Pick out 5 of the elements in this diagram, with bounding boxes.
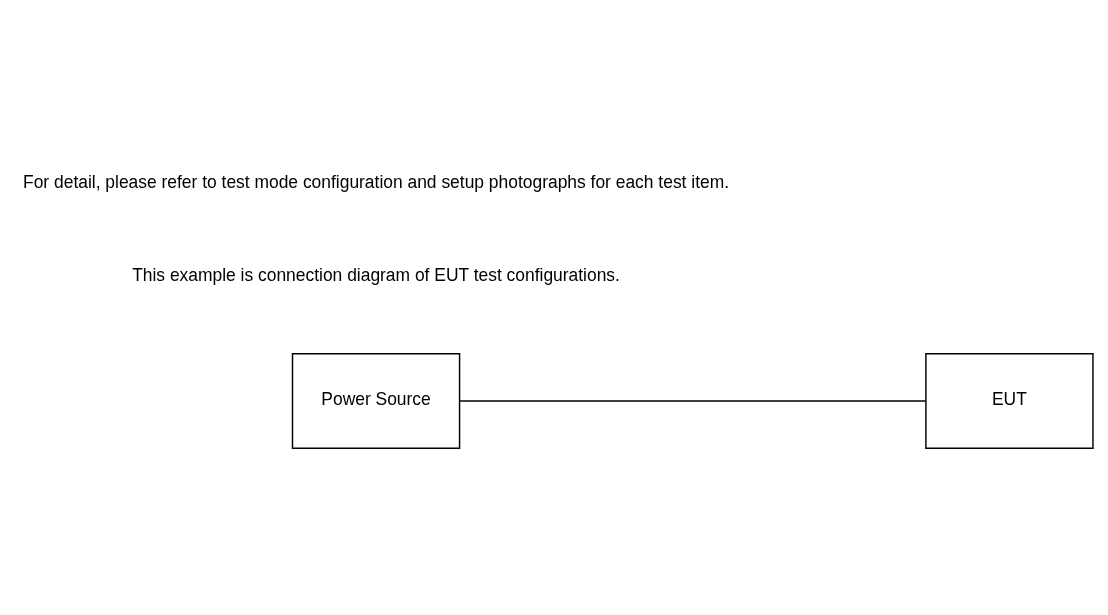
connector [459, 399, 927, 402]
node-box: EUT [925, 352, 1094, 449]
label: This example is connection diagram of EUT test configurations. [132, 264, 620, 285]
label: For detail, please refer to test mode configuration and setup photographs for each test item. [23, 171, 730, 192]
node-box: Power Source [291, 352, 461, 449]
